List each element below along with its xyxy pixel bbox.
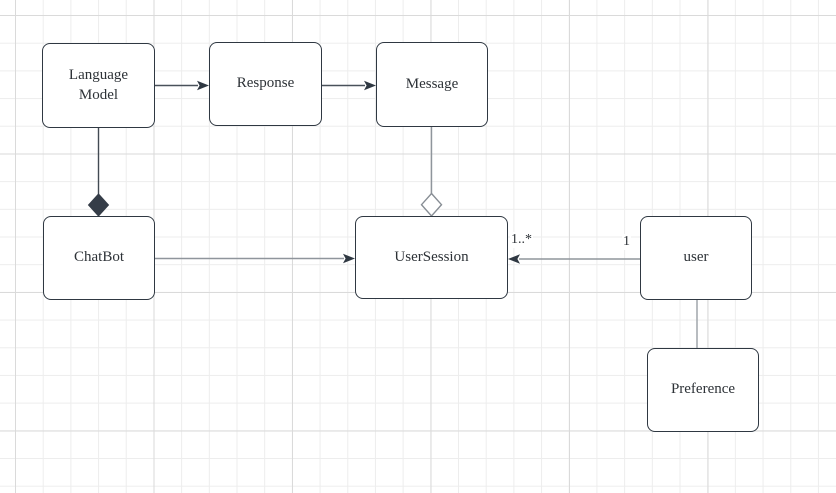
edge-user-to-usersession[interactable] (508, 254, 640, 264)
node-preference[interactable]: Preference (647, 348, 759, 432)
node-label: ChatBot (73, 249, 124, 266)
node-label: user (683, 249, 709, 266)
node-user[interactable]: user (640, 216, 752, 300)
edge-language-model-to-chatbot[interactable] (87, 128, 110, 217)
node-chatbot[interactable]: ChatBot (43, 216, 155, 300)
node-usersession[interactable]: UserSession (355, 216, 508, 299)
node-label: Response (236, 75, 295, 92)
arrowhead-right-icon (197, 80, 209, 91)
edge-chatbot-to-usersession[interactable] (155, 253, 355, 264)
node-label: Preference (670, 381, 736, 398)
node-label: UserSession (394, 248, 469, 265)
node-response[interactable]: Response (209, 42, 322, 126)
aggregation-diamond-icon (420, 192, 443, 218)
edge-language-model-to-response[interactable] (155, 80, 209, 91)
multiplicity-label-usersession: 1..* (510, 232, 533, 248)
node-message[interactable]: Message (376, 42, 488, 127)
node-label: Message (405, 75, 459, 92)
arrowhead-right-icon (343, 253, 355, 264)
composition-diamond-icon (87, 193, 110, 217)
arrowhead-left-icon (508, 254, 520, 264)
node-label: Language Model (68, 67, 129, 103)
arrowhead-right-icon (364, 80, 376, 91)
node-language-model[interactable]: Language Model (42, 43, 155, 128)
multiplicity-label-user: 1 (622, 234, 631, 250)
edge-response-to-message[interactable] (322, 80, 376, 91)
edge-message-to-usersession[interactable] (420, 127, 443, 218)
